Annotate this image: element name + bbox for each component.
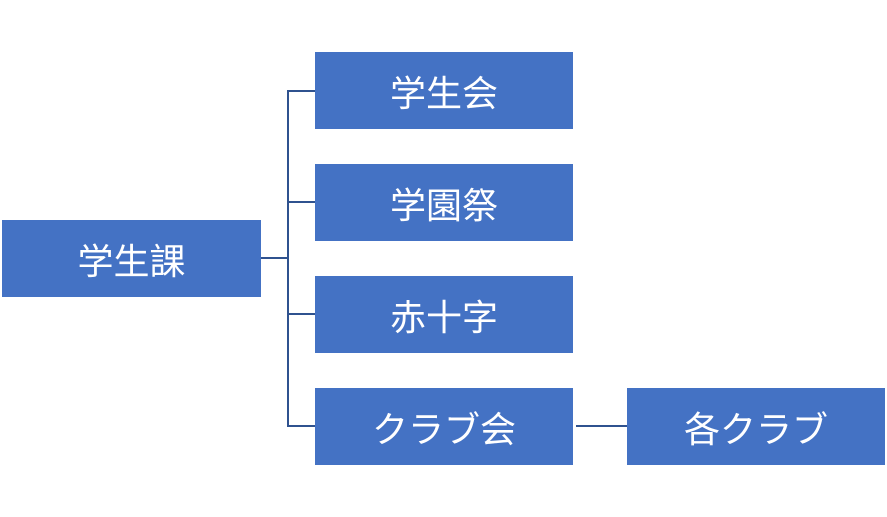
node-label: 各クラブ <box>683 409 828 451</box>
node-student-council: 学生会 <box>315 52 573 129</box>
connector-branch-2 <box>287 201 315 203</box>
node-student-affairs: 学生課 <box>2 220 261 297</box>
node-club-council: クラブ会 <box>315 388 573 465</box>
node-label: 赤十字 <box>389 297 498 339</box>
node-school-festival: 学園祭 <box>315 164 573 241</box>
node-label: 学園祭 <box>389 185 498 227</box>
connector-club-to-clubs <box>576 425 627 427</box>
connector-root-to-trunk <box>261 257 289 259</box>
node-label: 学生課 <box>77 241 186 283</box>
node-label: クラブ会 <box>371 409 516 451</box>
connector-branch-4 <box>287 425 315 427</box>
connector-branch-3 <box>287 313 315 315</box>
connector-trunk <box>287 90 289 427</box>
node-each-club: 各クラブ <box>627 388 885 465</box>
connector-branch-1 <box>287 90 315 92</box>
node-label: 学生会 <box>389 73 498 115</box>
node-red-cross: 赤十字 <box>315 276 573 353</box>
